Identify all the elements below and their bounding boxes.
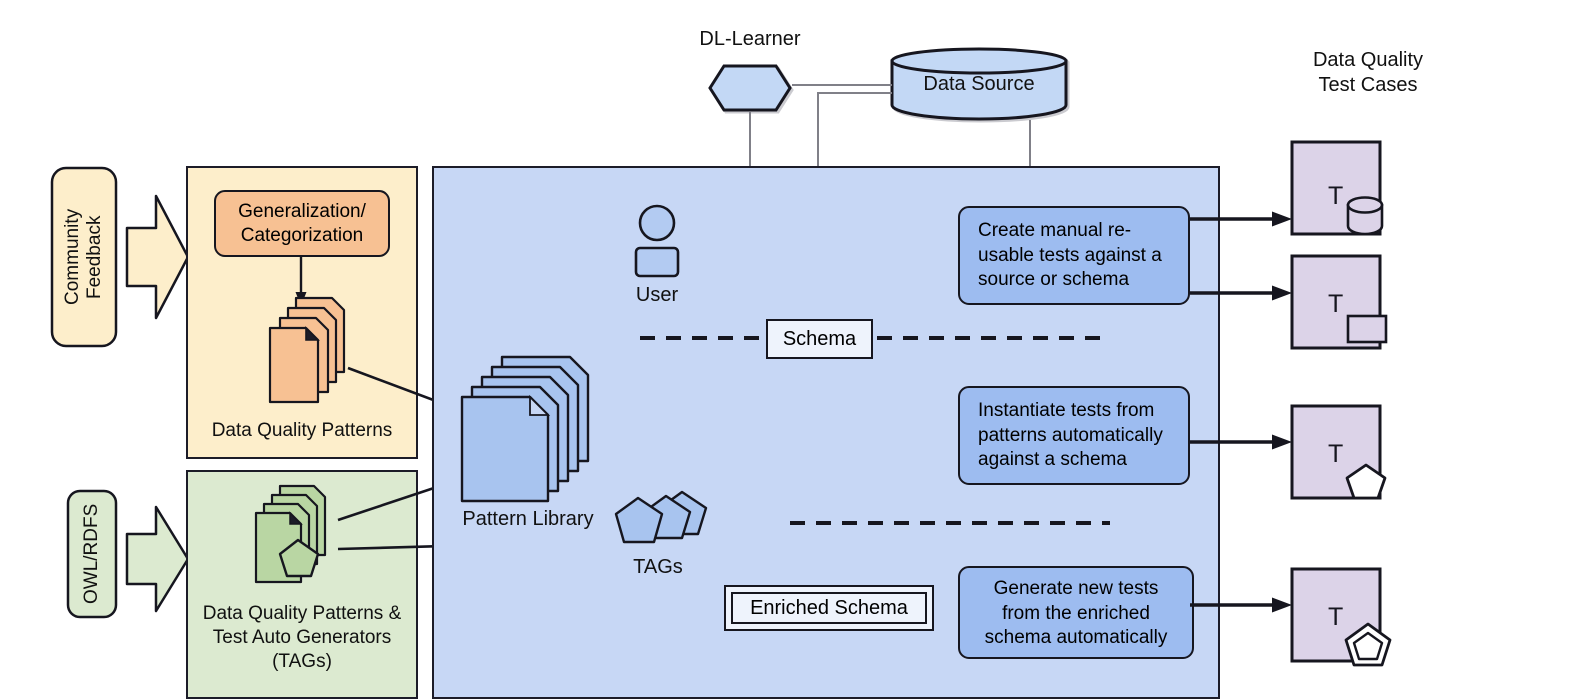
data-quality-patterns-caption: Data Quality Patterns [211,420,393,441]
test-cases-title-line1: Data Quality [1312,49,1424,71]
generalization-line1: Generalization/ [238,201,366,223]
test-cases-title: Data Quality Test Cases [1248,48,1488,98]
dl-learner-hexagon [708,64,792,112]
generate-line3: schema automatically [984,627,1168,649]
user-icon [634,204,680,278]
instantiate-line1: Instantiate tests from [978,400,1155,421]
output-arrow-2 [1190,285,1292,301]
input-owl-rdfs: OWL/RDFS [66,489,118,619]
enriched-dashed-line [790,521,1110,525]
pattern-library-label: Pattern Library [462,508,594,530]
owl-rdfs-arrow [125,505,190,613]
test-case-enriched-pattern: T [1290,567,1400,667]
generate-line2: from the enriched [1002,602,1150,624]
enriched-schema-label: Enriched Schema [750,596,908,619]
community-feedback-arrow [125,194,190,320]
svg-text:T: T [1328,182,1343,210]
test-case-source-card: T [1290,140,1384,236]
owl-rdfs-label: OWL/RDFS [80,503,102,605]
test-case-pattern-card: T [1290,404,1387,500]
tags-caption-line3: (TAGs) [272,650,332,672]
data-source-label: Data Source [923,73,1035,95]
output-arrow-1 [1190,211,1292,227]
test-case-pattern: T [1290,404,1400,504]
test-case-schema-card: T [1290,254,1388,350]
owl-rdfs-shape [66,489,118,619]
svg-text:T: T [1328,440,1343,468]
svg-text:T: T [1328,603,1343,631]
create-manual-line3: source or schema [978,269,1130,291]
dl-learner-label: DL-Learner [699,28,801,50]
generate-line1: Generate new tests [993,578,1159,599]
enriched-schema-inner: Enriched Schema [731,592,927,624]
test-case-schema: T [1290,254,1400,354]
tags-label: TAGs [633,556,683,578]
create-manual-line2: usable tests against a [978,244,1162,266]
instantiate-line3: against a schema [978,449,1127,471]
create-manual-line1: Create manual re- [978,220,1132,241]
process-box-generate-new-tests: Generate new tests from the enriched sch… [958,566,1194,659]
generalization-line2: Categorization [240,224,364,246]
tags-stack-icon [254,484,327,584]
data-quality-patterns-tags-caption: Data Quality Patterns & Test Auto Genera… [186,602,418,673]
data-source-cylinder [890,47,1068,121]
tags-caption-line2: Test Auto Generators [212,626,392,648]
svg-text:T: T [1328,290,1343,318]
pattern-library-icon [460,355,590,503]
user-label: User [635,284,679,306]
output-arrow-4 [1190,597,1292,613]
test-cases-title-line2: Test Cases [1318,74,1418,96]
schema-box: Schema [766,319,873,359]
tags-icon [614,490,708,544]
enriched-schema-box: Enriched Schema [724,585,934,631]
community-feedback-shape [50,166,118,348]
schema-dashed-line [640,336,1108,340]
instantiate-line2: patterns automatically [978,424,1163,446]
generalization-categorization-box: Generalization/ Categorization [214,190,390,257]
test-case-source: T [1290,140,1400,240]
schema-label: Schema [782,327,857,350]
output-arrow-3 [1190,434,1292,450]
process-box-instantiate-tests: Instantiate tests from patterns automati… [958,386,1190,485]
process-box-create-manual-tests: Create manual re- usable tests against a… [958,206,1190,305]
tags-caption-line1: Data Quality Patterns & [202,603,402,624]
data-quality-patterns-stack-icon [268,296,346,404]
test-case-enriched-pattern-card: T [1290,567,1392,667]
